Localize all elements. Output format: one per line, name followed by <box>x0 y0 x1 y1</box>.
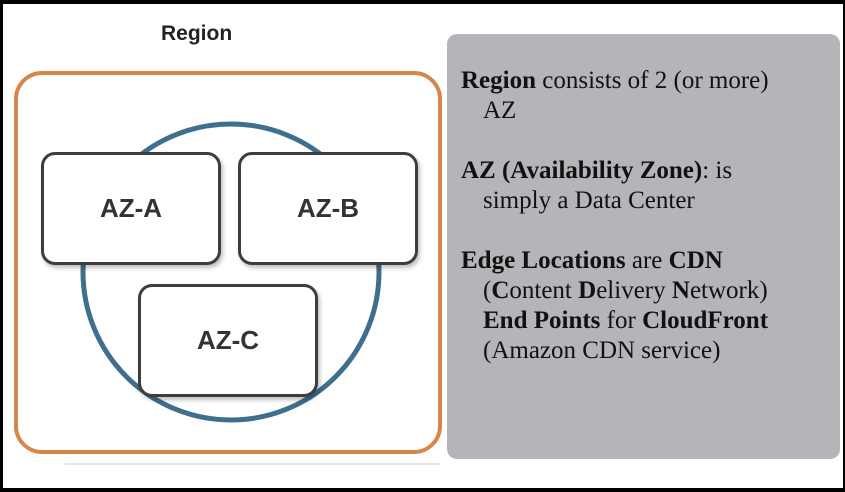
az-b-label: AZ-B <box>296 193 360 223</box>
endpoints-term: End Points <box>483 307 601 334</box>
region-term: Region <box>461 67 536 94</box>
edge-definition: Edge Locations are CDN (Content Delivery… <box>461 247 769 364</box>
region-diagram: Region AZ-A AZ-B AZ-C <box>3 4 448 488</box>
region-label: Region <box>161 22 233 45</box>
az-c-label: AZ-C <box>196 325 260 355</box>
slide: Region AZ-A AZ-B AZ-C Region consists of… <box>3 4 843 488</box>
cloudfront-term: CloudFront <box>642 307 769 334</box>
az-a-label: AZ-A <box>99 193 163 223</box>
edge-term: Edge Locations <box>461 247 626 274</box>
az-connection-ring <box>80 121 382 423</box>
az-c-box: AZ-C <box>138 284 318 397</box>
az-term: AZ (Availability Zone) <box>461 157 703 184</box>
divider-line <box>65 463 440 465</box>
region-boundary <box>14 71 442 454</box>
info-panel: Region consists of 2 (or more) AZ AZ (Av… <box>447 34 840 459</box>
az-b-box: AZ-B <box>238 152 418 265</box>
az-a-box: AZ-A <box>41 152 221 265</box>
cdn-term: CDN <box>668 247 723 274</box>
info-text: Region consists of 2 (or more) AZ AZ (Av… <box>461 66 837 366</box>
region-definition: Region consists of 2 (or more) AZ <box>461 67 769 124</box>
az-definition: AZ (Availability Zone): is simply a Data… <box>461 157 733 214</box>
